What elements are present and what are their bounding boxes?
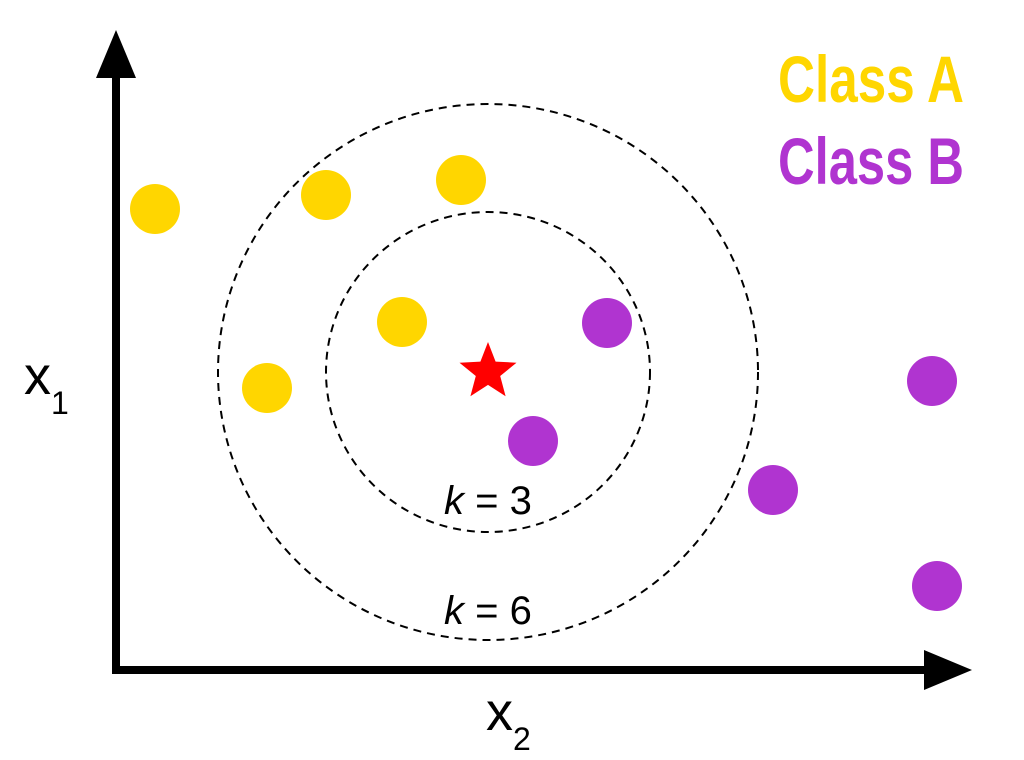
y-axis-arrowhead: [96, 30, 136, 78]
y-axis-label-subscript: 1: [51, 385, 69, 421]
y-axis-label-main: x: [24, 346, 51, 406]
class-b-point: [508, 416, 558, 466]
x-axis-label-subscript: 2: [513, 721, 531, 757]
class-b-point: [912, 561, 962, 611]
query-point-star-icon: [459, 342, 517, 397]
k6-symbol: k: [444, 589, 466, 633]
class-a-point: [301, 170, 351, 220]
class-a-point: [436, 155, 486, 205]
inner-neighborhood-circle: [325, 211, 651, 533]
class-b-point: [582, 298, 632, 348]
k3-label: k = 3: [444, 479, 532, 523]
x-axis-label: x2: [486, 682, 531, 757]
class-b-point: [907, 356, 957, 406]
axes: [96, 30, 972, 690]
class-b-point: [748, 465, 798, 515]
legend: Class A Class B: [778, 42, 964, 198]
class-b-points: [508, 298, 962, 611]
k6-label: k = 6: [444, 589, 532, 633]
k3-value: = 3: [464, 479, 532, 523]
outer-neighborhood-circle: [217, 103, 759, 641]
k3-symbol: k: [444, 479, 466, 523]
class-a-point: [130, 184, 180, 234]
legend-class-a: Class A: [778, 42, 964, 116]
class-a-point: [377, 297, 427, 347]
x-axis-arrowhead: [924, 650, 972, 690]
k6-value: = 6: [464, 589, 532, 633]
x-axis-label-main: x: [486, 682, 513, 742]
class-a-points: [130, 155, 486, 413]
legend-class-b: Class B: [778, 124, 964, 198]
class-a-point: [242, 363, 292, 413]
y-axis-label: x1: [24, 346, 69, 421]
